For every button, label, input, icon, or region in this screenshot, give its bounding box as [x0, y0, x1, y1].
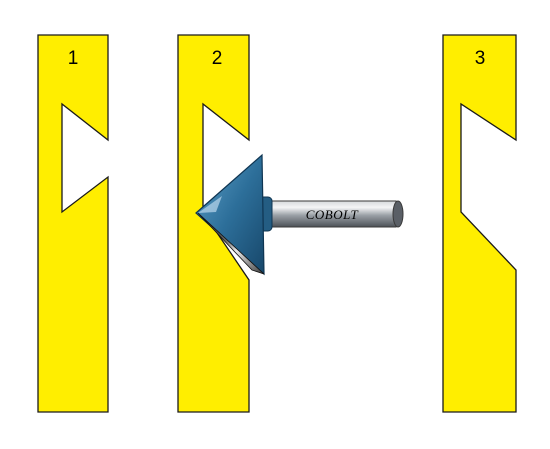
workpiece-3: [442, 34, 517, 413]
workpiece-1: [37, 34, 109, 413]
panel-3: 3: [442, 34, 517, 413]
panel-1: 1: [37, 34, 109, 413]
router-brand-label: COBOLT: [306, 207, 359, 222]
panel-2: 2 COBOLT: [177, 34, 404, 413]
panel-number-2: 2: [212, 48, 223, 69]
shank-end-cap: [392, 200, 404, 228]
panel-number-1: 1: [68, 48, 79, 69]
router-bit: COBOLT: [195, 153, 404, 276]
panel-number-3: 3: [475, 48, 486, 69]
router-blade: [197, 212, 265, 275]
router-tip-highlight: [198, 196, 222, 213]
